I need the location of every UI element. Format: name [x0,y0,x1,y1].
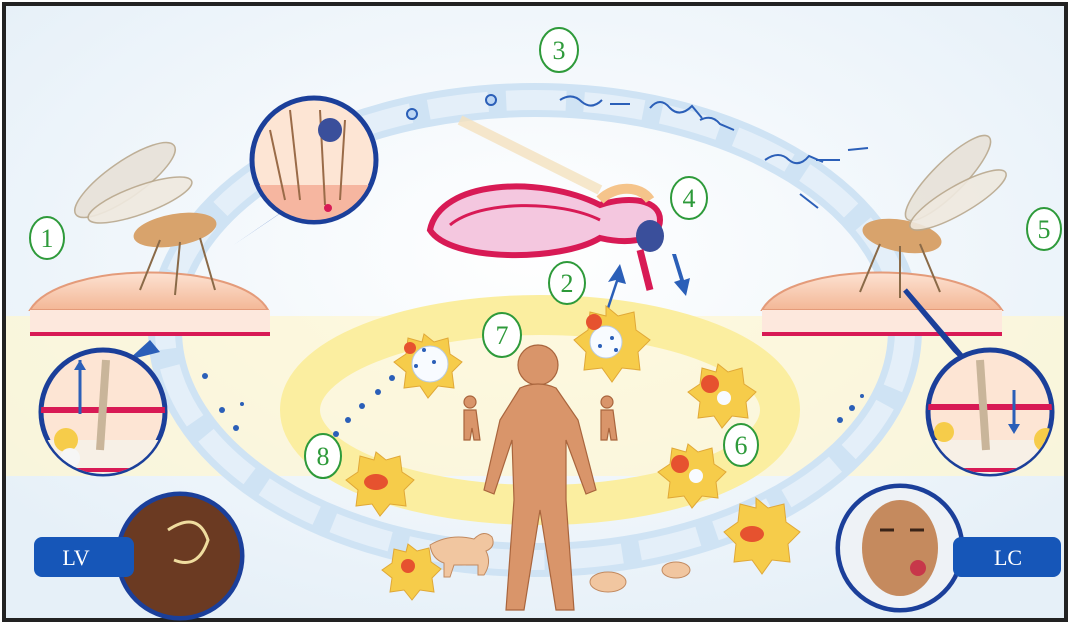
lc-badge-label: LC [994,545,1022,570]
stage-marker-1: 1 [30,217,64,259]
stage-label: 1 [41,224,54,253]
stage-label: 4 [683,184,696,213]
stage-marker-4: 4 [671,177,707,219]
stage-label: 6 [735,431,748,460]
stage-label: 8 [317,442,330,471]
stage-marker-6: 6 [724,424,758,466]
stage-marker-7: 7 [483,313,521,357]
stage-label: 3 [553,36,566,65]
lc-badge: LC [953,537,1061,577]
stage-marker-8: 8 [305,434,341,478]
stage-label: 2 [561,269,574,298]
lv-badge-label: LV [62,545,89,570]
lv-badge: LV [34,537,134,577]
stage-label: 7 [496,321,509,350]
stage-marker-3: 3 [540,28,578,72]
stage-marker-2: 2 [549,262,585,304]
stage-label: 5 [1038,215,1051,244]
skin-zoom-icon [40,350,170,474]
stage-marker-5: 5 [1027,208,1061,250]
